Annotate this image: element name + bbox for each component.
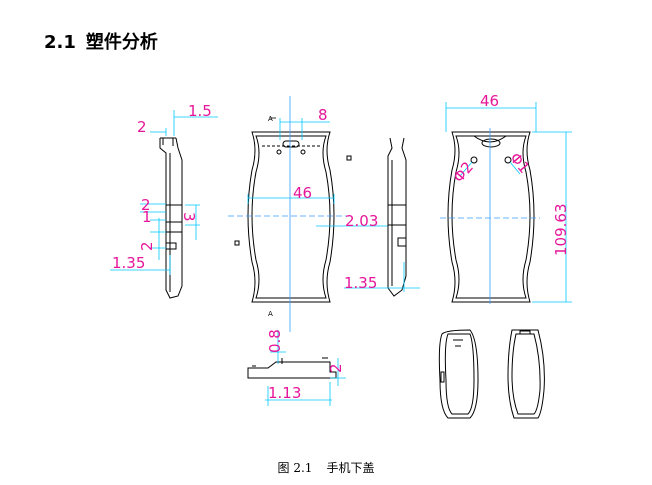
iso-view-front [438,329,479,419]
dim-front-depth: 2.03 [345,212,378,230]
figure-caption: 图 2.1 手机下盖 [0,459,652,476]
section-dims [265,330,346,406]
back-view [447,131,535,303]
dim-front-width: 46 [293,184,312,202]
dim-side-mid-3: 3 [180,212,198,222]
dim-back-width: 46 [480,92,499,110]
figure-number: 图 2.1 [277,461,313,475]
dim-side-bottom: 1.35 [112,254,145,272]
dim-side-mid-2: 2 [141,196,151,214]
dim-section-step: 2 [327,363,345,373]
dim-section-length: 1.13 [268,384,301,402]
dim-side-top-width: 1.5 [188,102,212,120]
front-view [234,131,352,303]
dim-side-mid-2b: 2 [138,241,156,251]
dim-back-height: 109.63 [552,204,570,257]
back-dims [440,102,572,304]
dim-side-mid-1: 1 [142,208,152,226]
dim-section-height: 0.8 [266,329,284,353]
iso-view-back [507,329,545,419]
dim-side-top-offset: 2 [137,118,147,136]
dim-front-slot: 8 [318,106,328,124]
front-dims [228,96,388,332]
left-side-dims [110,110,218,275]
section-mark-top: A [268,115,273,123]
section-view [247,357,337,379]
dim-right-side-bottom: 1.35 [344,274,377,292]
right-side-dims [344,262,420,292]
section-title: 塑件分析 [85,32,158,53]
left-side-view [159,137,183,299]
dim-back-hole-right: Φ1 [506,149,534,177]
right-side-view [387,137,407,297]
section-number: 2.1 [44,32,76,53]
section-heading: 2.1 塑件分析 [44,28,158,54]
section-mark-bottom: A [268,310,273,318]
figure-title: 手机下盖 [326,461,375,475]
